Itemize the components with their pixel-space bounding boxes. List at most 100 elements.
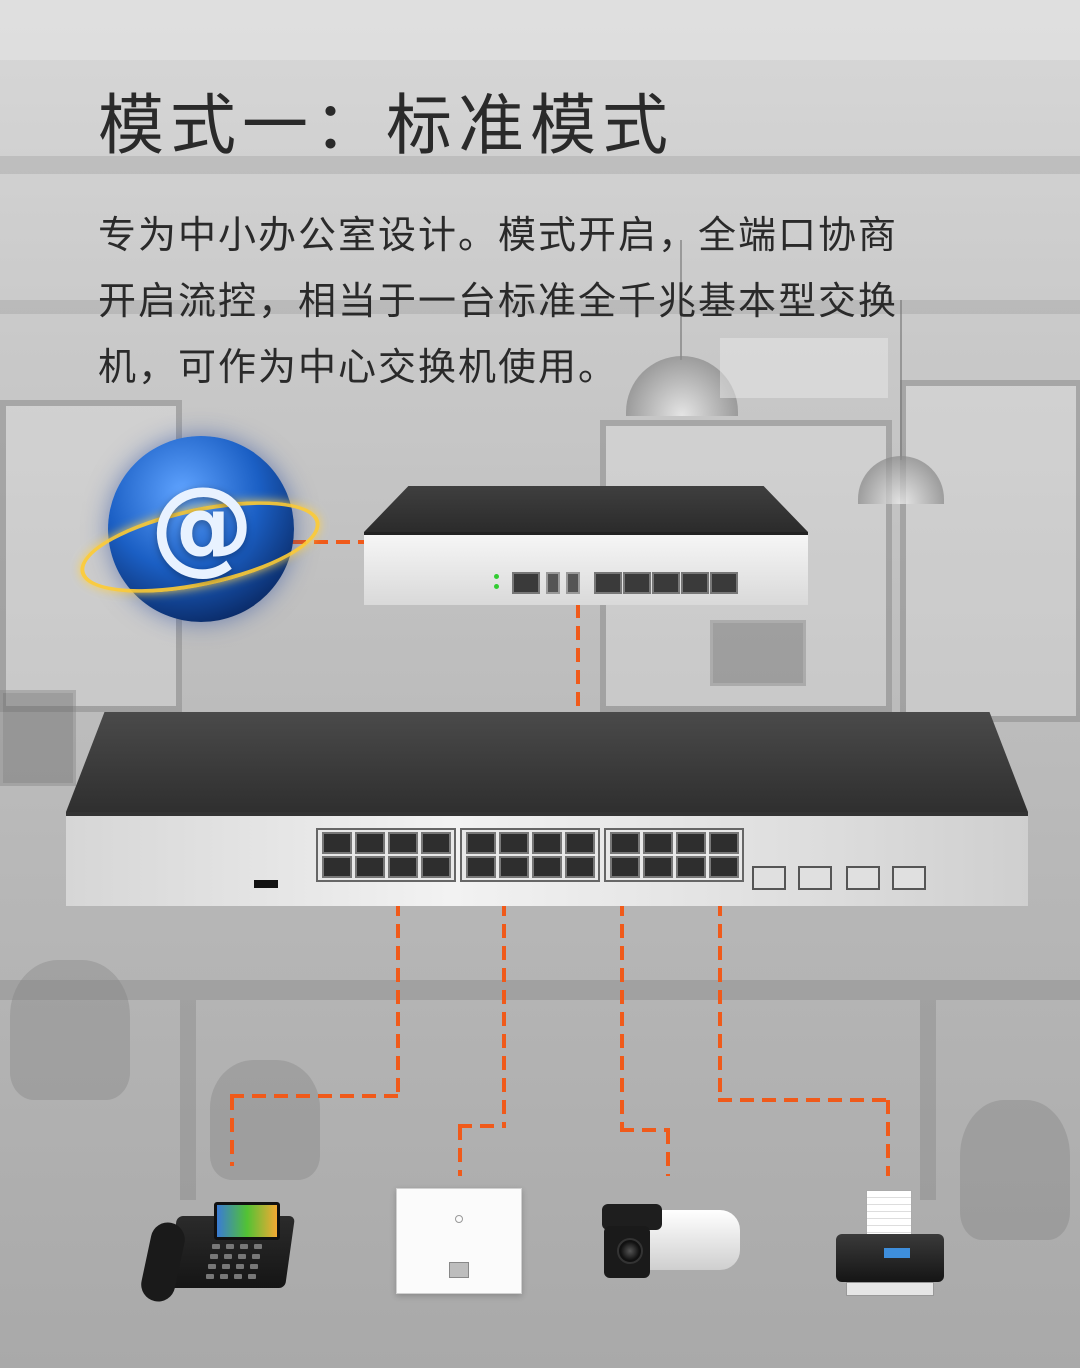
switch-rj45-port [466,856,496,878]
ip-phone-screen [214,1202,280,1240]
ip-phone-key [240,1244,248,1249]
link-switch-panel [458,1126,462,1176]
ip-phone-key [210,1254,218,1259]
switch-rj45-port [355,832,385,854]
ip-phone-key [222,1264,230,1269]
wall-panel-port [449,1262,469,1278]
ip-phone-key [226,1244,234,1249]
ip-camera-hood [602,1204,662,1230]
link-switch-phone [396,902,400,1098]
switch-rj45-port [709,832,739,854]
link-router-switch [576,604,580,710]
switch-rj45-port [355,856,385,878]
ceiling-beam [0,156,1080,174]
switch-rj45-port [610,856,640,878]
background-desk [0,980,1080,1000]
router-usb-port [566,572,580,594]
ip-phone-key [248,1274,256,1279]
ip-phone-key [252,1254,260,1259]
link-switch-camera [666,1130,670,1176]
link-switch-printer [886,1100,890,1176]
link-switch-camera [620,1128,670,1132]
link-switch-printer [718,902,722,1102]
description-line-2: 开启流控，相当于一台标准全千兆基本型交换 [98,279,899,323]
switch-mode-button [254,880,278,888]
router-lan-port [681,572,709,594]
router-top [364,486,808,532]
ip-phone-key [234,1274,242,1279]
router-usb-port [546,572,560,594]
switch-sfp-port [846,866,880,890]
switch-rj45-port [499,856,529,878]
router-pwr-led [494,584,499,589]
description-text: 专为中小办公室设计。模式开启，全端口协商 开启流控，相当于一台标准全千兆基本型交… [98,202,978,400]
router-sys-led [494,574,499,579]
description-line-3: 机，可作为中心交换机使用。 [98,345,619,389]
switch-sfp-port [798,866,832,890]
page-title: 模式一：标准模式 [98,87,674,164]
router-lan-port [652,572,680,594]
ip-camera-lens [617,1238,643,1264]
ip-phone-key [220,1274,228,1279]
ceiling-beam [0,300,1080,314]
switch-rj45-port [322,832,352,854]
switch-rj45-port [499,832,529,854]
ip-phone-key [236,1264,244,1269]
switch-rj45-port [532,832,562,854]
link-switch-printer [718,1098,890,1102]
internet-globe-icon [108,436,294,622]
lamp-cord [900,300,902,460]
link-switch-panel [502,902,506,1128]
description-line-1: 专为中小办公室设计。模式开启，全端口协商 [98,213,899,257]
switch-rj45-port [388,856,418,878]
router-lan-port [623,572,651,594]
ip-phone-key [224,1254,232,1259]
switch-rj45-port [565,856,595,878]
switch-rj45-port [709,856,739,878]
wall-access-point-icon [396,1188,522,1294]
link-switch-phone [230,1096,234,1166]
printer-display [884,1248,910,1258]
background-chair [210,1060,320,1180]
switch-top [66,712,1028,812]
switch-rj45-port [610,832,640,854]
printer-icon [836,1234,944,1282]
ceiling-vent [720,338,888,398]
background-chair [10,960,130,1100]
link-switch-panel [458,1124,506,1128]
switch-rj45-port [676,856,706,878]
switch-rj45-port [421,832,451,854]
office-window [900,380,1080,722]
router-console-port [512,572,540,594]
desk-leg [180,1000,196,1200]
ip-phone-key [212,1244,220,1249]
switch-rj45-port [676,832,706,854]
router-lan-port [594,572,622,594]
link-internet-router [292,540,364,544]
ip-phone-key [238,1254,246,1259]
lamp-cord [680,240,682,360]
switch-rj45-port [565,832,595,854]
switch-rj45-port [532,856,562,878]
at-sign-icon: @ [150,464,254,586]
switch-sfp-port [892,866,926,890]
ip-phone-key [206,1274,214,1279]
switch-rj45-port [421,856,451,878]
ceiling-panel [0,0,1080,60]
ip-phone-key [254,1244,262,1249]
desk-leg [920,1000,936,1200]
switch-rj45-port [322,856,352,878]
ip-phone-key [208,1264,216,1269]
background-chair [960,1100,1070,1240]
switch-rj45-port [643,856,673,878]
switch-rj45-port [466,832,496,854]
link-switch-camera [620,902,624,1132]
wall-panel-led [455,1215,463,1223]
ip-phone-key [250,1264,258,1269]
router-wan-port [710,572,738,594]
router-front-panel [364,532,808,605]
switch-sfp-port [752,866,786,890]
printer-tray [846,1282,934,1296]
background-monitor [710,620,806,686]
